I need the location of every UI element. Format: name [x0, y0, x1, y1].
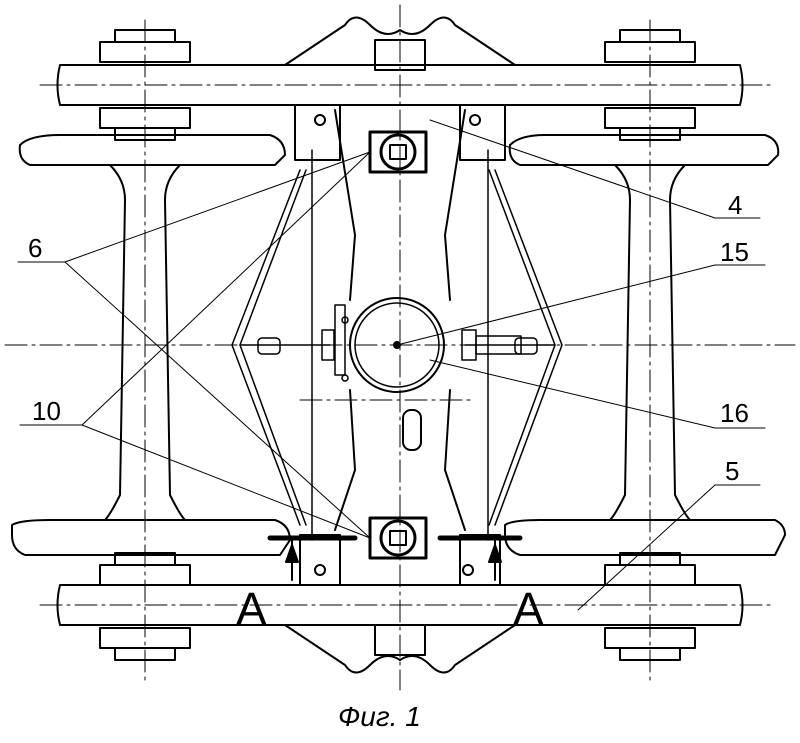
- center-lines: [4, 4, 796, 691]
- callout-10: 10: [32, 396, 61, 426]
- leader-lines: [17, 119, 766, 611]
- callout-4: 4: [728, 190, 742, 220]
- callout-labels: 4 15 16 5 6 10 А А Фиг. 1: [28, 190, 749, 732]
- section-mark-left: А: [236, 583, 267, 635]
- center-plate: [349, 297, 445, 393]
- callout-6: 6: [28, 233, 42, 263]
- figure-caption: Фиг. 1: [338, 701, 421, 732]
- callout-5: 5: [725, 456, 739, 486]
- wheels: [11, 134, 786, 556]
- section-line-a: [267, 535, 523, 581]
- side-bearing-top: [368, 130, 428, 174]
- side-bearing-bottom: [368, 516, 428, 560]
- center-linkage-parts: [257, 304, 538, 382]
- brake-linkage: [231, 149, 563, 541]
- section-mark-right: А: [513, 583, 544, 635]
- callout-16: 16: [720, 398, 749, 428]
- side-frames: [56, 64, 744, 626]
- bolster-beam: [284, 16, 516, 674]
- callout-15: 15: [720, 237, 749, 267]
- axles: [104, 164, 691, 521]
